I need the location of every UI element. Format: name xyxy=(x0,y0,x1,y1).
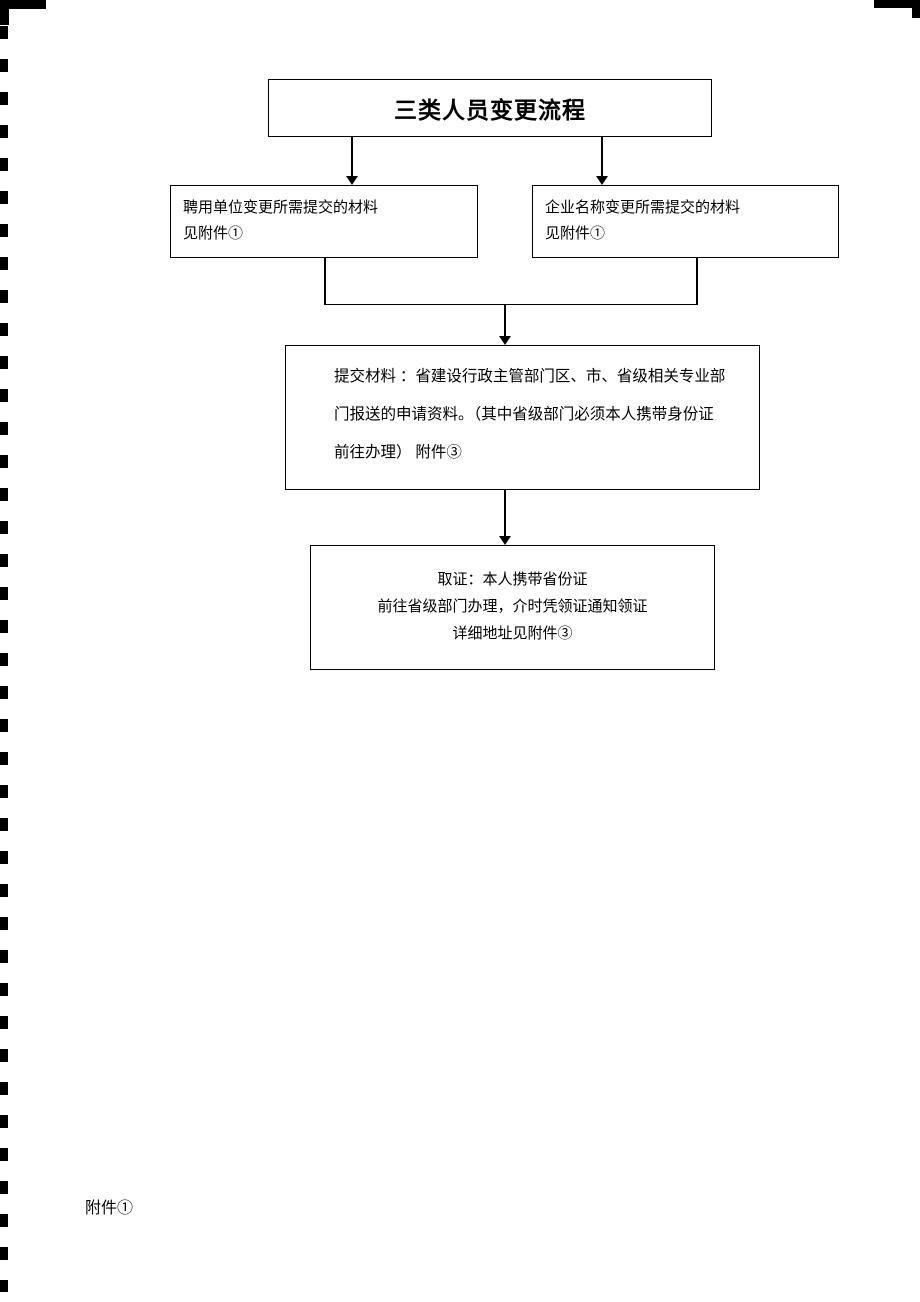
box-company-name-change-line1: 企业名称变更所需提交的材料 xyxy=(545,200,741,216)
scan-artifact-top-left-vertical xyxy=(0,0,9,25)
scan-artifact-top-left-horizontal xyxy=(0,0,46,9)
arrowhead-title-to-left-box xyxy=(346,176,358,185)
scan-artifact-top-right-horizontal xyxy=(874,0,920,8)
connector-merge-to-submit-box xyxy=(504,304,506,337)
scan-artifact-left-edge xyxy=(0,26,8,1292)
connector-submit-to-obtain-box xyxy=(504,490,506,537)
connector-title-to-right-box xyxy=(601,137,603,178)
scan-artifact-top-right-vertical xyxy=(912,0,920,18)
box-obtain-certificate: 取证：本人携带省份证 前往省级部门办理，介时凭领证通知领证 详细地址见附件③ xyxy=(310,545,715,670)
connector-title-to-left-box xyxy=(351,137,353,178)
box-employer-change-line2: 见附件① xyxy=(183,226,244,242)
flowchart-title-box: 三类人员变更流程 xyxy=(268,79,712,137)
arrowhead-title-to-right-box xyxy=(596,176,608,185)
box-submit-materials-line1: 提交材料 ：省建设行政主管部门区、市、省级相关专业部 xyxy=(334,368,726,385)
connector-right-box-down xyxy=(696,258,698,305)
box-company-name-change-materials: 企业名称变更所需提交的材料 见附件① xyxy=(532,185,839,258)
box-submit-materials-line2: 门报送的申请资料。（其中省级部门必须本人携带身份证 xyxy=(334,406,714,423)
box-employer-change-materials: 聘用单位变更所需提交的材料 见附件① xyxy=(170,185,478,258)
arrowhead-submit-to-obtain-box xyxy=(499,536,511,545)
footer-attachment-note: 附件① xyxy=(85,1200,134,1217)
box-obtain-certificate-line1: 取证：本人携带省份证 xyxy=(437,572,588,588)
connector-merge-horizontal xyxy=(324,303,697,305)
arrowhead-merge-to-submit-box xyxy=(499,336,511,345)
flowchart-title: 三类人员变更流程 xyxy=(394,98,586,123)
box-submit-materials: 提交材料 ：省建设行政主管部门区、市、省级相关专业部 门报送的申请资料。（其中省… xyxy=(285,345,760,490)
box-submit-materials-line3: 前往办理） 附件③ xyxy=(334,444,462,461)
box-obtain-certificate-line3: 详细地址见附件③ xyxy=(452,626,573,642)
box-company-name-change-line2: 见附件① xyxy=(545,226,606,242)
box-employer-change-line1: 聘用单位变更所需提交的材料 xyxy=(183,200,379,216)
connector-left-box-down xyxy=(324,258,326,305)
box-obtain-certificate-line2: 前往省级部门办理，介时凭领证通知领证 xyxy=(377,599,648,615)
